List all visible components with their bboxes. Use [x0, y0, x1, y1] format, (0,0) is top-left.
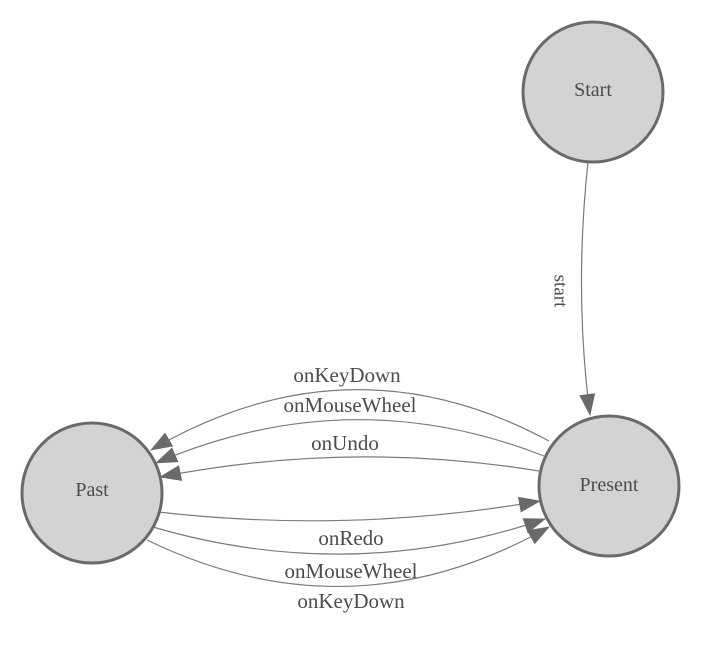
state-node-present-label: Present: [580, 474, 639, 496]
state-node-start[interactable]: [521, 20, 665, 164]
edge-past-present-onmousewheel: [152, 518, 546, 555]
edge-present-past-onmousewheel: [155, 419, 545, 464]
edge-label-onkeydown-top: onKeyDown: [293, 363, 401, 387]
state-node-past[interactable]: [20, 421, 164, 565]
state-node-start-label: Start: [574, 79, 612, 101]
edge-label-onkeydown-bottom: onKeyDown: [297, 589, 405, 613]
edge-start-present: [579, 161, 596, 416]
edge-label-onredo: onRedo: [318, 526, 383, 550]
state-node-present[interactable]: [537, 414, 681, 558]
edge-label-onmousewheel-top: onMouseWheel: [284, 393, 417, 417]
edge-label-onmousewheel-bottom: onMouseWheel: [285, 559, 418, 583]
state-node-past-label: Past: [75, 479, 109, 501]
edge-past-present-onkeydown: [146, 526, 550, 588]
edge-past-present-onredo: [157, 496, 541, 522]
edge-label-start: start: [550, 275, 571, 308]
edge-label-onundo: onUndo: [311, 431, 379, 455]
edge-present-past-onundo: [159, 456, 540, 481]
edge-present-past-onkeydown: [150, 389, 550, 451]
